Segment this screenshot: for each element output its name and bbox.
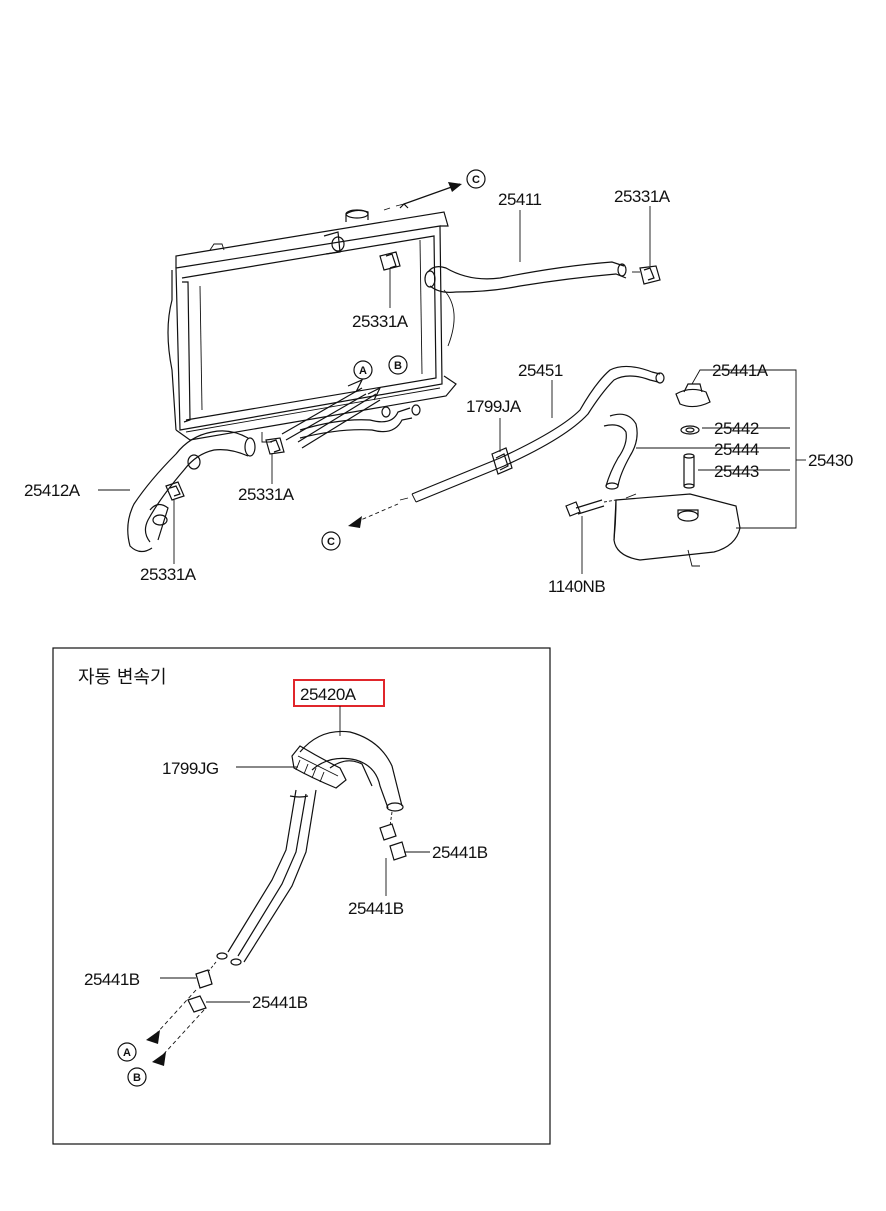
label-25412a: 25412A — [24, 481, 81, 500]
label-25331a-top-right: 25331A — [614, 187, 671, 206]
hose-clamp-bottom — [165, 481, 185, 501]
radiator-assembly — [167, 203, 457, 443]
upper-radiator-hose — [424, 261, 627, 293]
svg-text:B: B — [133, 1072, 141, 1084]
hose-clamp-top-right — [632, 265, 661, 285]
label-25331a-mid: 25331A — [238, 485, 295, 504]
bolt-1140nb — [565, 499, 617, 517]
hose-clamp-mid — [265, 437, 285, 455]
svg-text:A: A — [123, 1047, 131, 1059]
label-25331a-top: 25331A — [352, 312, 409, 331]
hose-clip-1799ja — [491, 447, 513, 475]
label-25441b-lower: 25441B — [252, 993, 308, 1012]
label-25411: 25411 — [498, 190, 542, 209]
label-25441b-right: 25441B — [432, 843, 488, 862]
transmission-cooler-lines — [281, 378, 382, 449]
callout-c-top: C — [466, 169, 486, 189]
callout-c-bottom: C — [321, 531, 341, 551]
callout-b-inset: B — [127, 1067, 147, 1087]
label-25441b-left: 25441B — [84, 970, 140, 989]
reservoir-tank-assembly — [603, 383, 741, 567]
svg-text:B: B — [394, 360, 402, 372]
svg-text:A: A — [359, 365, 367, 377]
lower-radiator-hose — [127, 430, 256, 553]
label-25442: 25442 — [714, 419, 759, 438]
label-25443: 25443 — [714, 462, 759, 481]
callout-b-top: B — [388, 355, 408, 375]
inset-frame — [52, 647, 551, 1145]
inset-automatic-transmission: 자동 변속기 25420A — [52, 647, 551, 1145]
callout-a-inset: A — [117, 1042, 137, 1062]
label-25420a: 25420A — [300, 685, 357, 704]
label-25430: 25430 — [808, 451, 853, 470]
arrow-c-top — [383, 182, 462, 211]
label-1140nb: 1140NB — [548, 577, 605, 596]
label-25331a-bottom: 25331A — [140, 565, 197, 584]
svg-text:C: C — [472, 174, 480, 186]
label-25444: 25444 — [714, 440, 759, 459]
hose-clamp-top — [379, 251, 401, 271]
label-1799jg: 1799JG — [162, 759, 219, 778]
highlight-box-25420a — [293, 679, 385, 707]
callout-a-top: A — [353, 360, 373, 380]
label-25441a: 25441A — [712, 361, 769, 380]
leader-lines — [98, 206, 806, 574]
label-25441b-below: 25441B — [348, 899, 404, 918]
label-25451: 25451 — [518, 361, 563, 380]
svg-text:C: C — [327, 536, 335, 548]
label-1799ja: 1799JA — [466, 397, 522, 416]
inset-title: 자동 변속기 — [78, 667, 167, 688]
overflow-hose — [348, 365, 665, 528]
